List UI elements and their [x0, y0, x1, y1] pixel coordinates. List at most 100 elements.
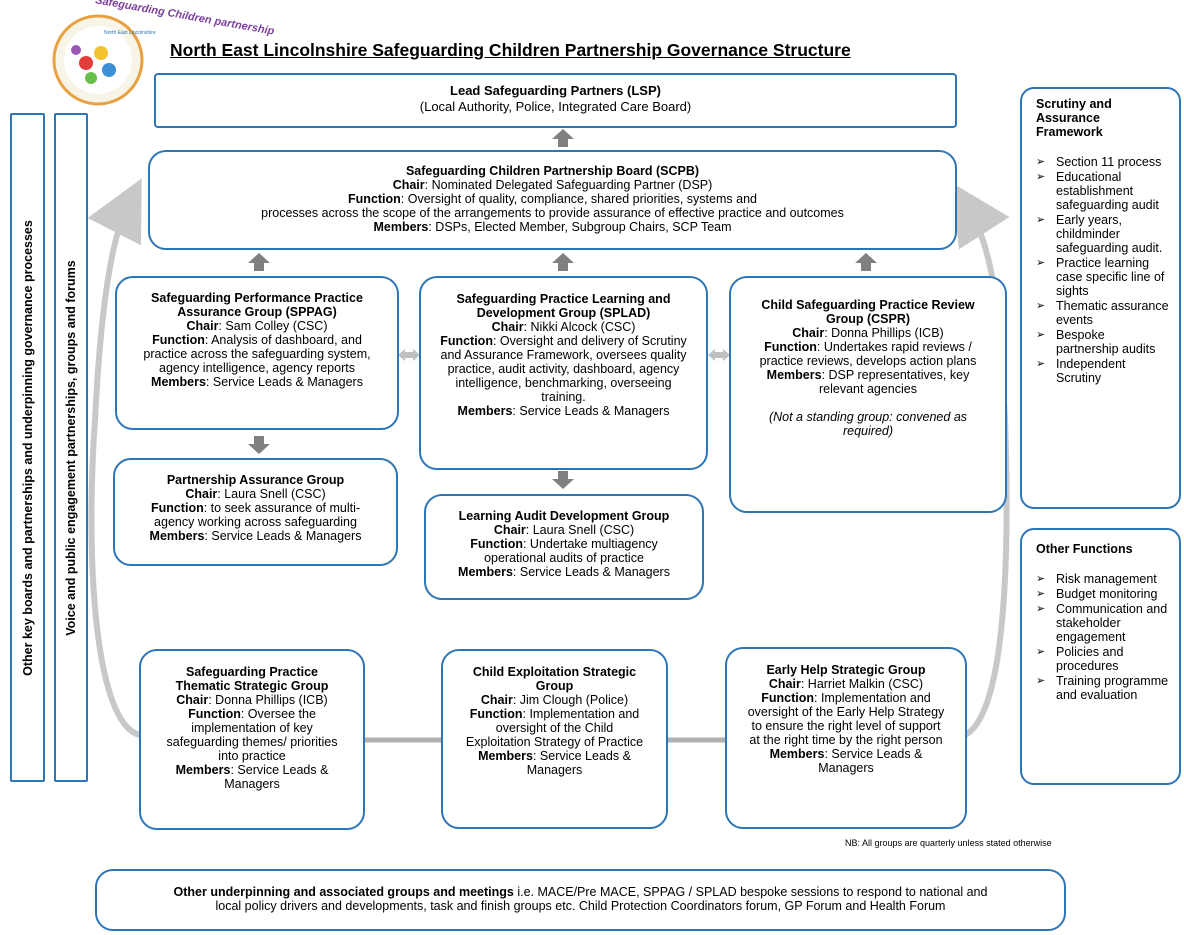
cesg-title: Child Exploitation Strategic Group: [472, 665, 637, 693]
sptsg-function-label: Function: [188, 707, 241, 721]
list-item: Bespoke partnership audits: [1036, 328, 1169, 356]
splad-box: Safeguarding Practice Learning and Devel…: [419, 276, 708, 470]
list-item: Training programme and evaluation: [1036, 674, 1169, 702]
sptsg-title: Safeguarding Practice Thematic Strategic…: [175, 665, 329, 693]
cspr-members: : DSP representatives, key relevant agen…: [819, 368, 970, 396]
sppag-chair: : Sam Colley (CSC): [218, 319, 328, 333]
scpb-chair: : Nominated Delegated Safeguarding Partn…: [424, 178, 713, 192]
logo-subtext: North East Lincolnshire: [104, 30, 156, 36]
lsp-subtitle: (Local Authority, Police, Integrated Car…: [419, 99, 692, 114]
cesg-chair-label: Chair: [480, 693, 513, 707]
logo: Safeguarding Children partnership North …: [46, 0, 275, 108]
sptsg-members: : Service Leads & Managers: [224, 763, 329, 791]
arrow-splad-to-scpb: [552, 253, 574, 271]
cesg-members-label: Members: [478, 749, 533, 763]
lsp-box: Lead Safeguarding Partners (LSP) (Local …: [154, 73, 957, 128]
splad-function: : Oversight and delivery of Scrutiny and…: [440, 334, 687, 362]
ehsg-members: : Service Leads & Managers: [818, 747, 923, 775]
scpb-box: Safeguarding Children Partnership Board …: [148, 150, 957, 250]
left-loop-curve: [87, 178, 142, 738]
sppag-function: : Analysis of dashboard, and practice ac…: [143, 333, 371, 375]
sppag-chair-label: Chair: [186, 319, 219, 333]
scpb-chair-label: Chair: [392, 178, 425, 192]
sptsg-members-label: Members: [175, 763, 231, 777]
cspr-members-label: Members: [766, 368, 822, 382]
sptsg-box: Safeguarding Practice Thematic Strategic…: [139, 649, 365, 830]
cesg-box: Child Exploitation Strategic Group Chair…: [441, 649, 668, 829]
scpb-function-line1: : Oversight of quality, compliance, shar…: [400, 192, 757, 206]
list-item: Risk management: [1036, 572, 1169, 586]
pag-members: : Service Leads & Managers: [204, 529, 362, 543]
arrow-sppag-to-scpb: [248, 253, 270, 271]
page-title: North East Lincolnshire Safeguarding Chi…: [170, 40, 851, 60]
cesg-chair: : Jim Clough (Police): [512, 693, 629, 707]
other-key-boards-box: Other key boards and partnerships and un…: [10, 113, 45, 782]
arrow-splad-to-ladg: [552, 471, 574, 489]
cesg-members: : Service Leads & Managers: [526, 749, 631, 777]
pag-chair: : Laura Snell (CSC): [217, 487, 326, 501]
ladg-title: Learning Audit Development Group: [458, 509, 670, 523]
cspr-function-label: Function: [764, 340, 817, 354]
list-item: Section 11 process: [1036, 155, 1169, 169]
ehsg-chair: : Harriet Malkin (CSC): [800, 677, 924, 691]
underpinning-groups-box: Other underpinning and associated groups…: [95, 869, 1066, 931]
voice-engagement-text: Voice and public engagement partnerships…: [64, 259, 78, 636]
splad-function-cont: practice, audit activity, dashboard, age…: [447, 362, 680, 404]
logo-emblem-icon: [52, 14, 144, 106]
cspr-function: : Undertakes rapid reviews / practice re…: [759, 340, 977, 368]
lsp-title: Lead Safeguarding Partners (LSP): [450, 83, 661, 98]
nb-note: NB: All groups are quarterly unless stat…: [845, 838, 1052, 848]
pag-chair-label: Chair: [185, 487, 218, 501]
sppag-box: Safeguarding Performance Practice Assura…: [115, 276, 399, 430]
splad-chair-label: Chair: [491, 320, 524, 334]
underpinning-text2: local policy drivers and developments, t…: [215, 899, 946, 913]
other-functions-list: Risk management Budget monitoring Commun…: [1036, 572, 1169, 702]
ehsg-members-label: Members: [769, 747, 825, 761]
cspr-chair: : Donna Phillips (ICB): [824, 326, 944, 340]
ehsg-function-label: Function: [761, 691, 814, 705]
sppag-title: Safeguarding Performance Practice Assura…: [151, 291, 363, 319]
ehsg-function: : Implementation and oversight of the Ea…: [747, 691, 945, 747]
sptsg-chair: : Donna Phillips (ICB): [208, 693, 328, 707]
ladg-function: : Undertake multiagency operational audi…: [484, 537, 658, 565]
list-item: Practice learning case specific line of …: [1036, 256, 1169, 298]
cesg-function-label: Function: [469, 707, 523, 721]
ladg-members: : Service Leads & Managers: [512, 565, 670, 579]
scpb-title: Safeguarding Children Partnership Board …: [405, 164, 700, 178]
arrow-sppag-to-pag: [248, 436, 270, 454]
ehsg-title: Early Help Strategic Group: [766, 663, 926, 677]
list-item: Thematic assurance events: [1036, 299, 1169, 327]
splad-members: : Service Leads & Managers: [512, 404, 670, 418]
splad-function-label: Function: [440, 334, 493, 348]
double-arrow-sppag-splad: [398, 349, 420, 361]
sptsg-function: : Oversee the implementation of key safe…: [166, 707, 338, 763]
list-item: Policies and procedures: [1036, 645, 1169, 673]
ehsg-box: Early Help Strategic Group Chair: Harrie…: [725, 647, 967, 829]
arrow-cspr-to-scpb: [855, 253, 877, 271]
cspr-chair-label: Chair: [792, 326, 825, 340]
scpb-members: : DSPs, Elected Member, Subgroup Chairs,…: [428, 220, 732, 234]
ladg-members-label: Members: [458, 565, 513, 579]
splad-chair: : Nikki Alcock (CSC): [523, 320, 636, 334]
cspr-title: Child Safeguarding Practice Review Group…: [761, 298, 975, 326]
pag-box: Partnership Assurance Group Chair: Laura…: [113, 458, 398, 566]
cesg-function: : Implementation and oversight of the Ch…: [465, 707, 644, 749]
splad-members-label: Members: [457, 404, 513, 418]
double-arrow-splad-cspr: [708, 349, 730, 361]
arrow-scpb-to-lsp: [552, 129, 574, 147]
other-key-boards-text: Other key boards and partnerships and un…: [20, 219, 35, 676]
cspr-box: Child Safeguarding Practice Review Group…: [729, 276, 1007, 513]
splad-title: Safeguarding Practice Learning and Devel…: [456, 292, 671, 320]
list-item: Budget monitoring: [1036, 587, 1169, 601]
list-item: Communication and stakeholder engagement: [1036, 602, 1169, 644]
list-item: Educational establishment safeguarding a…: [1036, 170, 1169, 212]
scrutiny-list: Section 11 process Educational establish…: [1036, 155, 1169, 385]
other-functions-heading: Other Functions: [1036, 542, 1133, 556]
scpb-function-label: Function: [348, 192, 401, 206]
scrutiny-heading: Scrutiny and Assurance Framework: [1036, 97, 1112, 139]
ladg-chair-label: Chair: [493, 523, 526, 537]
sppag-members: : Service Leads & Managers: [205, 375, 363, 389]
pag-members-label: Members: [149, 529, 205, 543]
ladg-chair: : Laura Snell (CSC): [525, 523, 635, 537]
list-item: Independent Scrutiny: [1036, 357, 1169, 385]
